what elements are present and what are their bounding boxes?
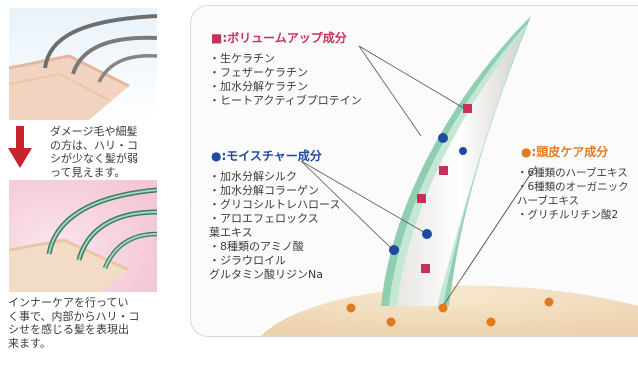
ingredient-diagram-panel: ■:ボリュームアップ成分 ・生ケラチン ・フェザーケラチン ・加水分解ケラチン … — [190, 5, 638, 337]
list-item: ・グリコシルトレハロース — [209, 198, 341, 211]
hair-shaft-inner — [397, 32, 523, 306]
volume-heading: ■:ボリュームアップ成分 — [211, 29, 347, 46]
scalp-particles — [346, 297, 554, 327]
list-item: ・6種類のオーガニック — [517, 181, 629, 193]
square-marker-icon: ■ — [211, 31, 223, 45]
volume-title: :ボリュームアップ成分 — [222, 31, 347, 45]
list-item: ・加水分解ケラチン — [209, 80, 308, 93]
before-after-panel: ダメージ毛や細髪 の方は、ハリ・コ シが少なく髪が弱 って見えます。 インナーケ… — [0, 0, 170, 365]
list-item: ・ジラウロイル — [209, 254, 286, 267]
damaged-hair-illustration — [9, 8, 157, 120]
list-item: ・生ケラチン — [209, 52, 275, 65]
list-item: 葉エキス — [209, 226, 253, 239]
list-item: ・8種類のアミノ酸 — [209, 240, 304, 253]
list-item: ・アロエフェロックス — [209, 212, 319, 225]
scalp-ingredient-list: ・6種類のハーブエキス ・6種類のオーガニック ハーブエキス ・グリチルリチン酸… — [517, 166, 629, 222]
list-item: ・フェザーケラチン — [209, 66, 308, 79]
moisture-title: :モイスチャー成分 — [221, 149, 322, 163]
volume-ingredient-list: ・生ケラチン ・フェザーケラチン ・加水分解ケラチン ・ヒートアクティブプロテイ… — [209, 52, 362, 108]
scalp-mound — [261, 285, 638, 336]
list-item: ハーブエキス — [517, 195, 580, 207]
list-item: ・加水分解シルク — [209, 170, 297, 183]
list-item: ・加水分解コラーゲン — [209, 184, 319, 197]
moisture-particles — [389, 133, 467, 255]
before-caption: ダメージ毛や細髪 の方は、ハリ・コ シが少なく髪が弱 って見えます。 — [50, 125, 138, 179]
circle-marker-icon: ● — [211, 149, 222, 163]
moisture-ingredient-list: ・加水分解シルク ・加水分解コラーゲン ・グリコシルトレハロース ・アロエフェロ… — [209, 170, 340, 282]
list-item: ・6種類のハーブエキス — [517, 167, 628, 179]
hair-cross-section-diagram — [191, 16, 638, 336]
moisture-heading: ●:モイスチャー成分 — [211, 147, 322, 164]
volume-particles — [417, 104, 472, 273]
circle-marker-icon: ● — [521, 145, 532, 159]
treated-hair-illustration — [9, 180, 157, 292]
list-item: グルタミン酸リジンNa — [209, 268, 323, 281]
list-item: ・グリチルリチン酸2 — [517, 209, 619, 221]
list-item: ・ヒートアクティブプロテイン — [209, 94, 362, 107]
after-caption: インナーケアを行ってい く事で、内部からハリ・コ シせを感じる髪を表現出 来ます… — [8, 296, 140, 350]
scalp-title: :頭皮ケア成分 — [531, 145, 609, 159]
scalp-heading: ●:頭皮ケア成分 — [521, 143, 608, 160]
down-arrow-icon — [8, 126, 32, 168]
